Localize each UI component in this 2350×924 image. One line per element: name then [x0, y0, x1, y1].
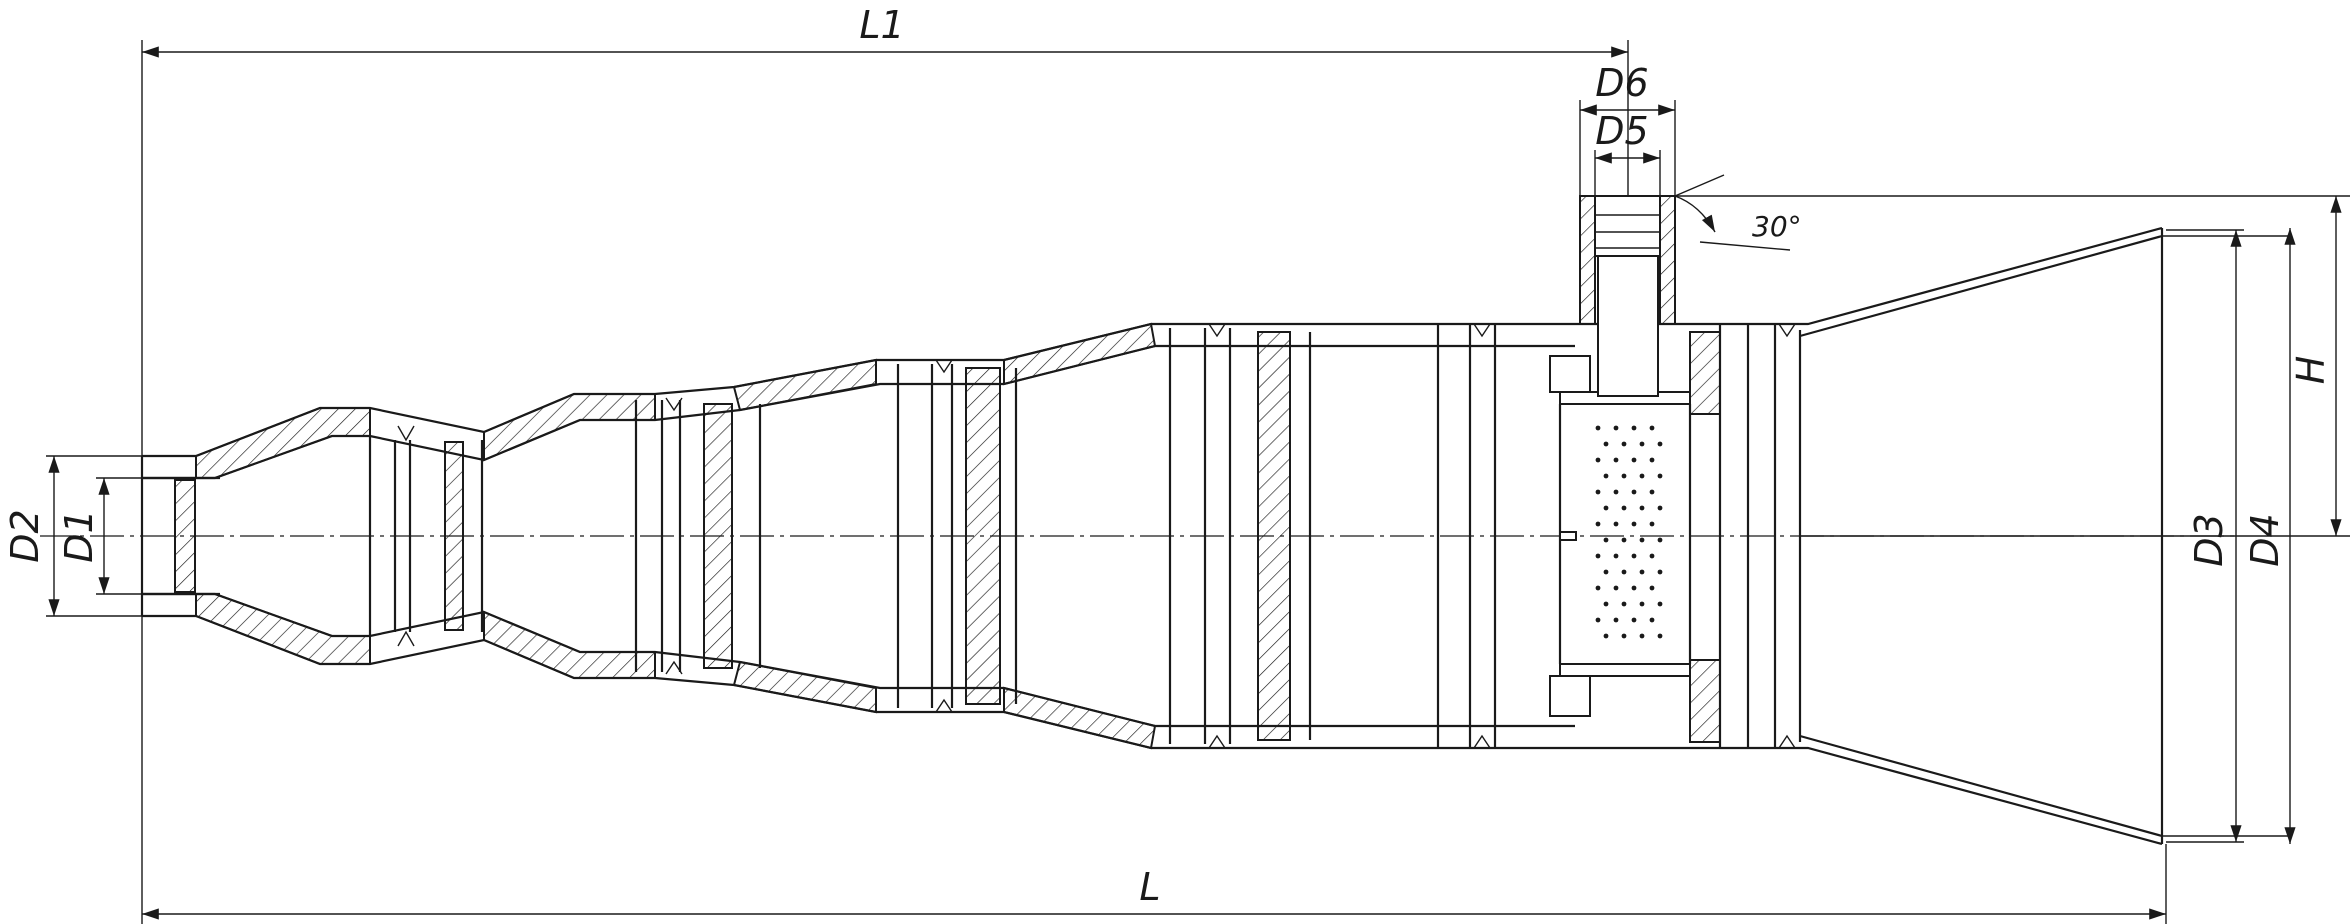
perforation-hole [1603, 505, 1609, 511]
stage-1 [368, 436, 484, 636]
perforation-hole [1657, 441, 1663, 447]
dim-angle [1674, 174, 1791, 251]
perforation-hole [1649, 521, 1655, 527]
perforation-hole [1603, 601, 1609, 607]
perforation-hole [1631, 617, 1637, 623]
perforation-hole [1603, 473, 1609, 479]
perforation-hole [1657, 473, 1663, 479]
perforation-hole [1631, 425, 1637, 431]
perforation-hole [1595, 489, 1601, 495]
perforation-hole [1595, 617, 1601, 623]
perforation-hole [1631, 553, 1637, 559]
perforation-hole [1649, 489, 1655, 495]
perforated-plate [1595, 425, 1663, 639]
perforation-hole [1639, 441, 1645, 447]
label-D4: D4 [2243, 513, 2287, 566]
perforation-hole [1621, 537, 1627, 543]
stage-2 [634, 400, 762, 672]
stage-4 [1168, 328, 1312, 744]
weld-marks [397, 323, 1796, 749]
perforation-hole [1613, 521, 1619, 527]
perforation-hole [1649, 585, 1655, 591]
perforation-hole [1639, 569, 1645, 575]
perforation-hole [1595, 521, 1601, 527]
perforation-hole [1657, 633, 1663, 639]
perforation-hole [1603, 569, 1609, 575]
label-D1: D1 [57, 509, 101, 562]
perforation-hole [1657, 537, 1663, 543]
outlet-diffuser [1799, 228, 2164, 844]
perforation-hole [1603, 537, 1609, 543]
perforation-hole [1639, 601, 1645, 607]
perforation-hole [1613, 617, 1619, 623]
perforation-hole [1613, 553, 1619, 559]
perforation-hole [1657, 569, 1663, 575]
perforation-hole [1595, 425, 1601, 431]
perforation-hole [1657, 505, 1663, 511]
inlet-nozzle [140, 456, 220, 616]
perforation-hole [1621, 473, 1627, 479]
dim-D3-D4-H [1675, 195, 2350, 844]
perforation-hole [1621, 569, 1627, 575]
side-port [1579, 195, 1676, 397]
perforation-hole [1631, 521, 1637, 527]
perforation-hole [1595, 457, 1601, 463]
mixing-chamber [1549, 324, 1802, 748]
dim-D1-D2 [46, 455, 142, 617]
stage-3 [896, 364, 1018, 708]
perforation-hole [1613, 585, 1619, 591]
perforation-hole [1621, 441, 1627, 447]
stage-5 [1436, 324, 1497, 748]
perforation-hole [1657, 601, 1663, 607]
perforation-hole [1639, 473, 1645, 479]
perforation-hole [1649, 553, 1655, 559]
perforation-hole [1631, 585, 1637, 591]
dim-D5-D6 [1579, 100, 1676, 196]
label-D6: D6 [1595, 61, 1648, 105]
perforation-hole [1613, 457, 1619, 463]
label-angle: 30° [1752, 210, 1802, 243]
label-H: H [2289, 356, 2333, 385]
perforation-hole [1639, 633, 1645, 639]
perforation-hole [1621, 505, 1627, 511]
perforation-hole [1603, 441, 1609, 447]
perforation-hole [1649, 617, 1655, 623]
label-D5: D5 [1595, 109, 1648, 153]
dim-L [141, 616, 2167, 924]
dim-L1 [141, 40, 1629, 456]
label-D2: D2 [3, 509, 47, 562]
perforation-hole [1595, 585, 1601, 591]
label-D3: D3 [2187, 513, 2231, 566]
perforation-hole [1631, 457, 1637, 463]
label-L1: L1 [859, 3, 904, 47]
perforation-hole [1613, 425, 1619, 431]
perforation-hole [1613, 489, 1619, 495]
perforation-hole [1631, 489, 1637, 495]
perforation-hole [1621, 633, 1627, 639]
perforation-hole [1595, 553, 1601, 559]
body-bottom-contour [142, 592, 2163, 846]
perforation-hole [1639, 537, 1645, 543]
inlet-wall-hatching [195, 322, 1157, 750]
perforation-hole [1649, 457, 1655, 463]
perforation-hole [1639, 505, 1645, 511]
perforation-hole [1649, 425, 1655, 431]
label-L: L [1139, 865, 1160, 909]
body-top-contour [142, 226, 2163, 480]
perforation-hole [1603, 633, 1609, 639]
perforation-hole [1621, 601, 1627, 607]
